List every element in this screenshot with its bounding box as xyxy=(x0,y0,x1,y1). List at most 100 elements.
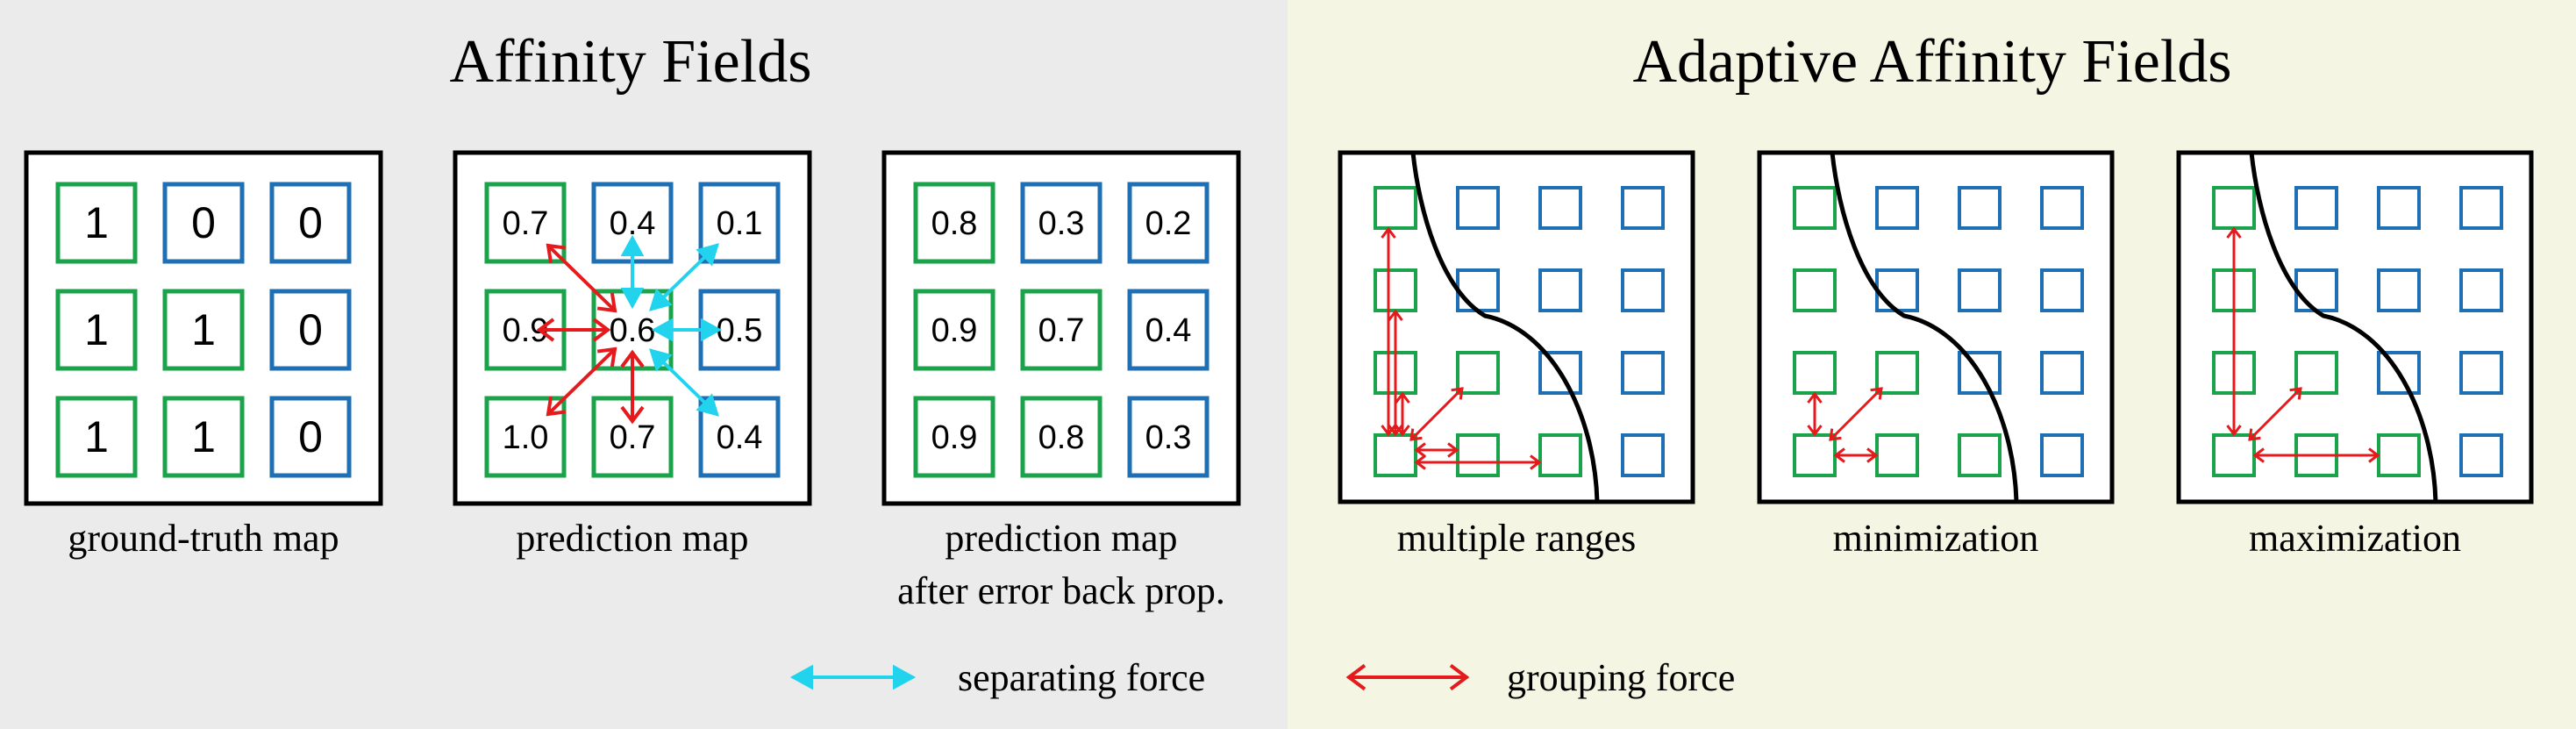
cell-value: 0.3 xyxy=(1145,419,1192,456)
grid-cell xyxy=(2377,351,2421,395)
grid-cell xyxy=(2294,186,2338,230)
grid-cell xyxy=(2459,186,2503,230)
grouping-force-legend-arrow xyxy=(1345,663,1470,691)
cell-value: 0.1 xyxy=(717,205,763,242)
separating-force-arrow xyxy=(649,348,719,417)
cell-value: 0.6 xyxy=(610,312,656,349)
cell-value: 1 xyxy=(191,305,216,354)
grid-frame xyxy=(2176,150,2534,504)
right-panel-title: Adaptive Affinity Fields xyxy=(1632,28,2231,96)
grid-cell xyxy=(1875,186,1919,230)
grid-cell xyxy=(1793,268,1837,312)
cell-value: 0 xyxy=(298,412,323,461)
cell-value: 0.9 xyxy=(931,312,978,349)
grouping-force-arrow xyxy=(1807,391,1823,437)
cell-value: 0.2 xyxy=(1145,205,1192,242)
grid-cell xyxy=(55,396,138,478)
separating-force-arrow xyxy=(620,234,645,310)
cell-value: 0.7 xyxy=(503,205,549,242)
grid-cell xyxy=(2040,351,2084,395)
cell-value: 1 xyxy=(84,198,109,247)
cell-value: 0.3 xyxy=(1038,205,1085,242)
grid-caption: minimization xyxy=(1833,517,2039,560)
grid-cell xyxy=(1621,186,1665,230)
grouping-force-arrow xyxy=(1414,442,1459,458)
cell-value: 0 xyxy=(191,198,216,247)
grid-cell xyxy=(1127,396,1210,478)
grouping-force-arrow xyxy=(1829,387,1883,441)
grid-cell xyxy=(1621,351,1665,395)
cell-value: 0 xyxy=(298,305,323,354)
grid-caption: multiple ranges xyxy=(1397,517,1637,560)
grid-cell xyxy=(698,182,781,264)
cell-value: 1 xyxy=(84,412,109,461)
grid-cell xyxy=(1538,351,1582,395)
grid-cell xyxy=(484,182,567,264)
grid-cell xyxy=(2459,268,2503,312)
grid-cell xyxy=(2040,433,2084,477)
grid-cell xyxy=(1621,433,1665,477)
grid-cell xyxy=(913,289,995,371)
grouping-force-arrow xyxy=(620,349,645,425)
grouping-force-arrow xyxy=(546,347,617,417)
grid-caption: ground-truth map xyxy=(68,517,339,560)
grouping-force-arrow xyxy=(1381,226,1396,437)
cell-value: 1 xyxy=(84,305,109,354)
grid-cell xyxy=(1020,182,1102,264)
grid-caption: maximization xyxy=(2249,517,2461,560)
grouping-force-arrow xyxy=(1833,447,1879,463)
cell-value: 0.4 xyxy=(1145,312,1192,349)
cell-value: 0.8 xyxy=(931,205,978,242)
separating-force-legend-arrow xyxy=(789,664,917,690)
grid-cell xyxy=(1538,433,1582,477)
grouping-force-arrow xyxy=(1395,391,1410,437)
grouping-force-arrow xyxy=(2248,387,2302,441)
grid-cell xyxy=(2040,268,2084,312)
grid-frame xyxy=(453,150,812,506)
grouping-force-arrow xyxy=(1345,663,1470,691)
grid-cell xyxy=(1538,268,1582,312)
grid-cell xyxy=(1875,351,1919,395)
grid-cell xyxy=(1127,289,1210,371)
separating-force-arrow xyxy=(649,243,719,311)
right-grid-3: maximization xyxy=(2176,150,2534,560)
grouping-force-arrow xyxy=(2226,226,2242,437)
grid-cell xyxy=(1456,433,1500,477)
grid-cell xyxy=(2377,268,2421,312)
grid-cell xyxy=(1127,182,1210,264)
segment-boundary xyxy=(2249,152,2438,503)
grouping-force-arrow xyxy=(1388,309,1403,437)
grid-cell xyxy=(1958,268,2002,312)
left-panel-title: Affinity Fields xyxy=(450,28,812,96)
grid-cell xyxy=(1456,186,1500,230)
grouping-force-arrow xyxy=(1414,454,1542,470)
grid-caption: prediction map xyxy=(516,517,748,560)
grid-cell xyxy=(698,396,781,478)
grid-cell xyxy=(1793,186,1837,230)
right-grid-1: multiple ranges xyxy=(1338,150,1695,560)
cell-value: 0.8 xyxy=(1038,419,1085,456)
grid-cell xyxy=(1958,351,2002,395)
grid-cell xyxy=(1958,433,2002,477)
grid-cell xyxy=(2040,186,2084,230)
cell-value: 0.9 xyxy=(931,419,978,456)
grid-cell xyxy=(55,182,138,264)
right-grid-2: minimization xyxy=(1757,150,2115,560)
grid-cell xyxy=(2377,186,2421,230)
grouping-force-arrow xyxy=(1409,387,1464,441)
grid-cell xyxy=(1958,186,2002,230)
grid-frame xyxy=(24,150,383,506)
separating-force-arrow xyxy=(789,664,917,690)
segment-boundary xyxy=(1410,152,1600,503)
grouping-force-arrow xyxy=(546,243,617,313)
grid-cell xyxy=(2294,351,2338,395)
grid-cell xyxy=(162,182,245,264)
grid-cell xyxy=(484,396,567,478)
separating-force-arrow xyxy=(651,318,723,342)
grid-cell xyxy=(55,289,138,371)
